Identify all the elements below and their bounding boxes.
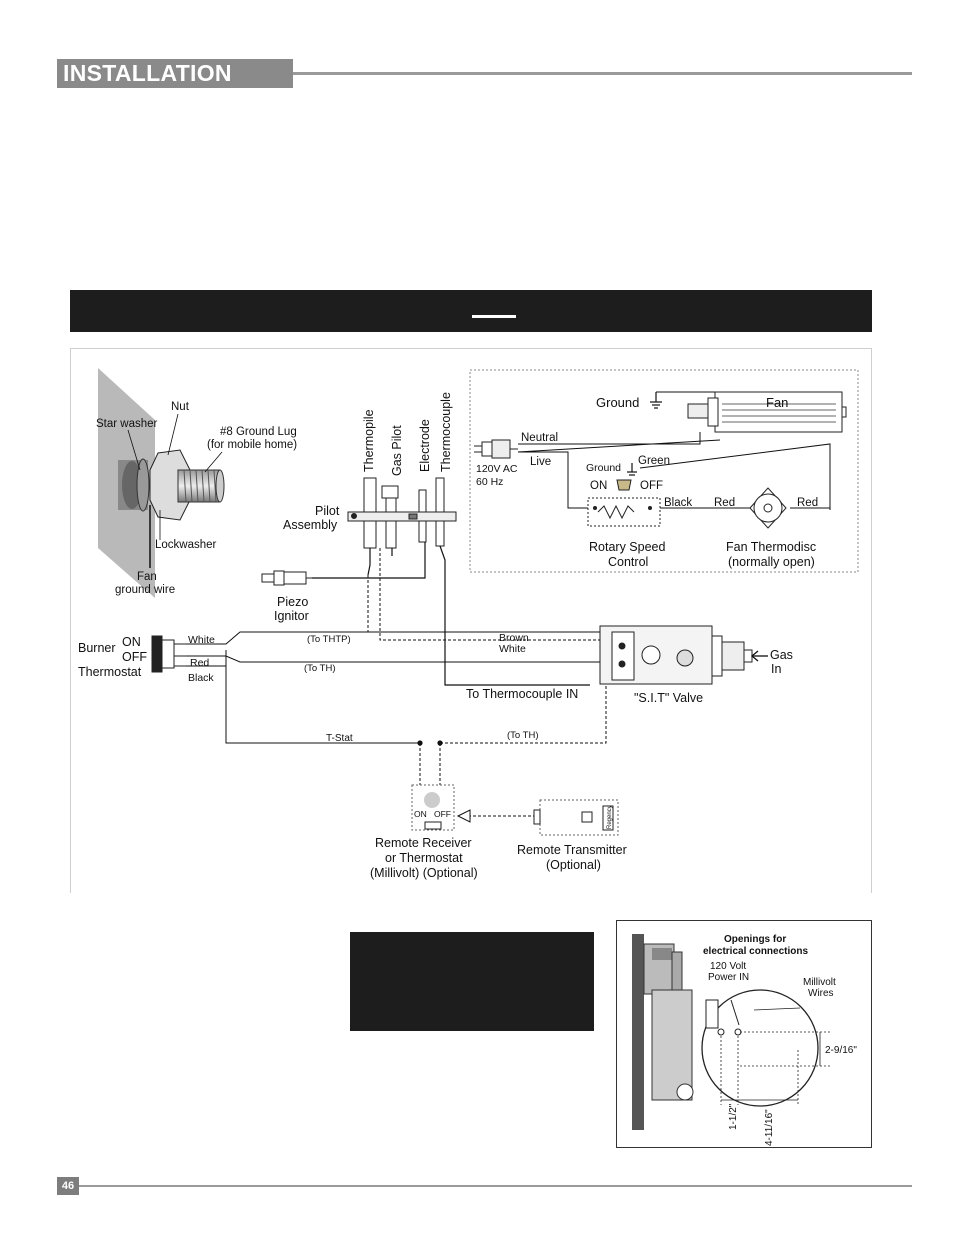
speed-control-illustration	[587, 479, 661, 527]
page-number: 46	[57, 1177, 79, 1195]
label-thermocouple: Thermocouple	[439, 392, 453, 472]
label-transmitter-optional: (Optional)	[546, 858, 601, 872]
inset-dim-one: 1-1/2"	[728, 1103, 739, 1130]
pilot-assembly-illustration	[347, 477, 457, 549]
inset-title-2: electrical connections	[703, 946, 808, 957]
thermodisc-illustration	[749, 487, 787, 529]
band-underline	[472, 315, 516, 318]
label-ground: Ground	[596, 395, 639, 410]
label-live: Live	[530, 456, 551, 468]
piezo-ignitor-illustration	[261, 570, 312, 586]
label-normally-open: (normally open)	[728, 555, 815, 569]
gas-in-arrow	[750, 650, 768, 662]
label-red-left: Red	[714, 497, 735, 509]
label-red-right: Red	[797, 497, 818, 509]
label-control: Control	[608, 555, 648, 569]
label-wire-white: White	[188, 634, 215, 646]
label-fan: Fan	[766, 395, 788, 410]
label-sit-valve: "S.I.T" Valve	[634, 691, 703, 705]
sit-valve-illustration	[599, 625, 753, 685]
section-title: INSTALLATION	[57, 59, 293, 88]
label-120v: 120V AC	[476, 463, 518, 475]
inset-dim-two: 4-11/16"	[764, 1109, 775, 1146]
label-wire-red: Red	[190, 657, 209, 669]
label-tstat: T-Stat	[326, 733, 353, 744]
label-nut: Nut	[171, 401, 190, 413]
ground-lug-illustration	[98, 368, 225, 598]
label-white: White	[499, 643, 526, 655]
inset-power-2: Power IN	[708, 972, 749, 983]
label-pilot: Pilot	[315, 504, 340, 518]
header-rule	[293, 72, 912, 75]
inset-dimension-lines	[720, 1007, 830, 1105]
label-brand: Regency	[607, 805, 613, 829]
label-receiver-off: OFF	[434, 809, 451, 819]
label-neutral: Neutral	[521, 432, 558, 444]
inset-power-1: 120 Volt	[710, 961, 746, 972]
label-to-thermocouple-in: To Thermocouple IN	[466, 687, 578, 701]
label-to-thtp: (To THTP)	[307, 634, 351, 645]
label-brown: Brown	[499, 632, 529, 644]
fan-circuit-wires	[517, 432, 831, 510]
inset-millivolt-2: Wires	[808, 988, 834, 999]
label-or-thermostat: or Thermostat	[385, 851, 463, 865]
power-plug-illustration	[474, 439, 518, 459]
inset-dim-vertical: 2-9/16"	[825, 1045, 857, 1056]
label-burner: Burner	[78, 641, 116, 655]
label-fan-ground-1: Fan	[137, 571, 157, 583]
ground-symbol	[650, 392, 662, 409]
label-thermostat: Thermostat	[78, 665, 142, 679]
inset-title-1: Openings for	[724, 934, 786, 945]
label-remote-transmitter: Remote Transmitter	[517, 843, 627, 857]
label-thermopile: Thermopile	[362, 409, 376, 472]
label-rotary-speed: Rotary Speed	[589, 540, 665, 554]
footer-rule	[79, 1185, 912, 1187]
label-black: Black	[664, 497, 692, 509]
signal-arrow	[456, 809, 471, 823]
remote-transmitter-illustration	[533, 799, 619, 836]
fan-circuit-frame	[469, 369, 859, 573]
label-green: Green	[638, 455, 670, 467]
pilot-wires	[312, 542, 590, 686]
note-box	[350, 932, 594, 1031]
label-star-washer: Star washer	[96, 418, 158, 430]
inset-illustration	[632, 934, 819, 1130]
label-electrode: Electrode	[418, 419, 432, 472]
diagram-title-band	[70, 290, 872, 332]
label-wire-black: Black	[188, 672, 214, 684]
label-ground-lug-1: #8 Ground Lug	[220, 426, 297, 438]
label-piezo: Piezo	[277, 595, 308, 609]
label-gas: Gas	[770, 648, 793, 662]
label-remote-receiver: Remote Receiver	[375, 836, 472, 850]
label-lockwasher: Lockwasher	[155, 539, 217, 551]
label-switch-off: OFF	[122, 650, 147, 664]
remote-receiver-illustration	[411, 784, 455, 831]
label-ignitor: Ignitor	[274, 609, 309, 623]
label-millivolt-optional: (Millivolt) (Optional)	[370, 866, 478, 880]
inset-millivolt-1: Millivolt	[803, 977, 836, 988]
main-wiring	[186, 631, 600, 744]
label-switch-on: ON	[122, 635, 141, 649]
label-on: ON	[590, 480, 607, 492]
fan-blower-illustration	[687, 391, 847, 433]
label-assembly: Assembly	[283, 518, 338, 532]
label-in: In	[771, 662, 781, 676]
label-ground-lug-2: (for mobile home)	[207, 439, 297, 451]
label-fan-ground-2: ground wire	[115, 584, 175, 596]
label-fan-thermodisc: Fan Thermodisc	[726, 540, 816, 554]
label-ground-small: Ground	[586, 462, 621, 474]
rocker-switch-illustration	[151, 635, 186, 673]
label-to-th-right: (To TH)	[507, 730, 539, 741]
label-to-th-left: (To TH)	[304, 663, 336, 674]
label-off: OFF	[640, 480, 663, 492]
ground-symbol-small	[627, 463, 637, 476]
wiring-diagram-frame	[70, 348, 872, 893]
label-receiver-on: ON	[414, 809, 427, 819]
label-gas-pilot: Gas Pilot	[390, 425, 404, 476]
label-60hz: 60 Hz	[476, 476, 503, 488]
